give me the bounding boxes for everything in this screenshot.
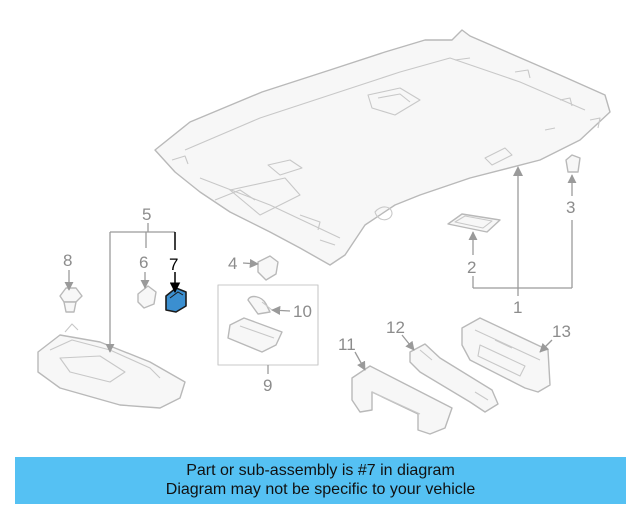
part-7-clip-highlighted[interactable] (165, 287, 187, 313)
callout-1: 1 (513, 298, 522, 317)
callout-2: 2 (467, 258, 476, 277)
callout-10: 10 (293, 302, 312, 321)
banner-line-disclaimer: Diagram may not be specific to your vehi… (165, 481, 476, 498)
part-3-clip (565, 154, 581, 173)
headliner-drawing (154, 29, 611, 266)
part-6-clip (137, 285, 157, 309)
info-banner: Part or sub-assembly is #7 in diagram Di… (15, 457, 626, 504)
callout-8: 8 (63, 251, 72, 270)
callout-9: 9 (263, 376, 272, 395)
callout-7: 7 (169, 255, 178, 274)
callout-6: 6 (139, 253, 148, 272)
part-8-fastener (59, 287, 83, 313)
callout-5: 5 (142, 205, 151, 224)
part-11-grab-handle (351, 365, 453, 435)
banner-line-part: Part or sub-assembly is #7 in diagram (186, 462, 455, 479)
part-13-console (461, 317, 551, 393)
part-9-group (217, 284, 319, 366)
callout-13: 13 (552, 322, 571, 341)
callout-12: 12 (386, 318, 405, 337)
part-12-handle (409, 343, 499, 413)
callout-labels: 5 6 7 8 4 10 9 11 12 13 2 3 1 (63, 198, 575, 395)
callout-4: 4 (228, 254, 237, 273)
callout-11: 11 (338, 335, 356, 354)
sun-visor-drawing (37, 323, 186, 409)
part-4-clip (257, 255, 279, 281)
parts-diagram: 5 6 7 8 4 10 9 11 12 13 2 3 1 (37, 29, 611, 435)
leader-lines (64, 166, 577, 374)
callout-3: 3 (566, 198, 575, 217)
part-2-lens (447, 213, 501, 233)
